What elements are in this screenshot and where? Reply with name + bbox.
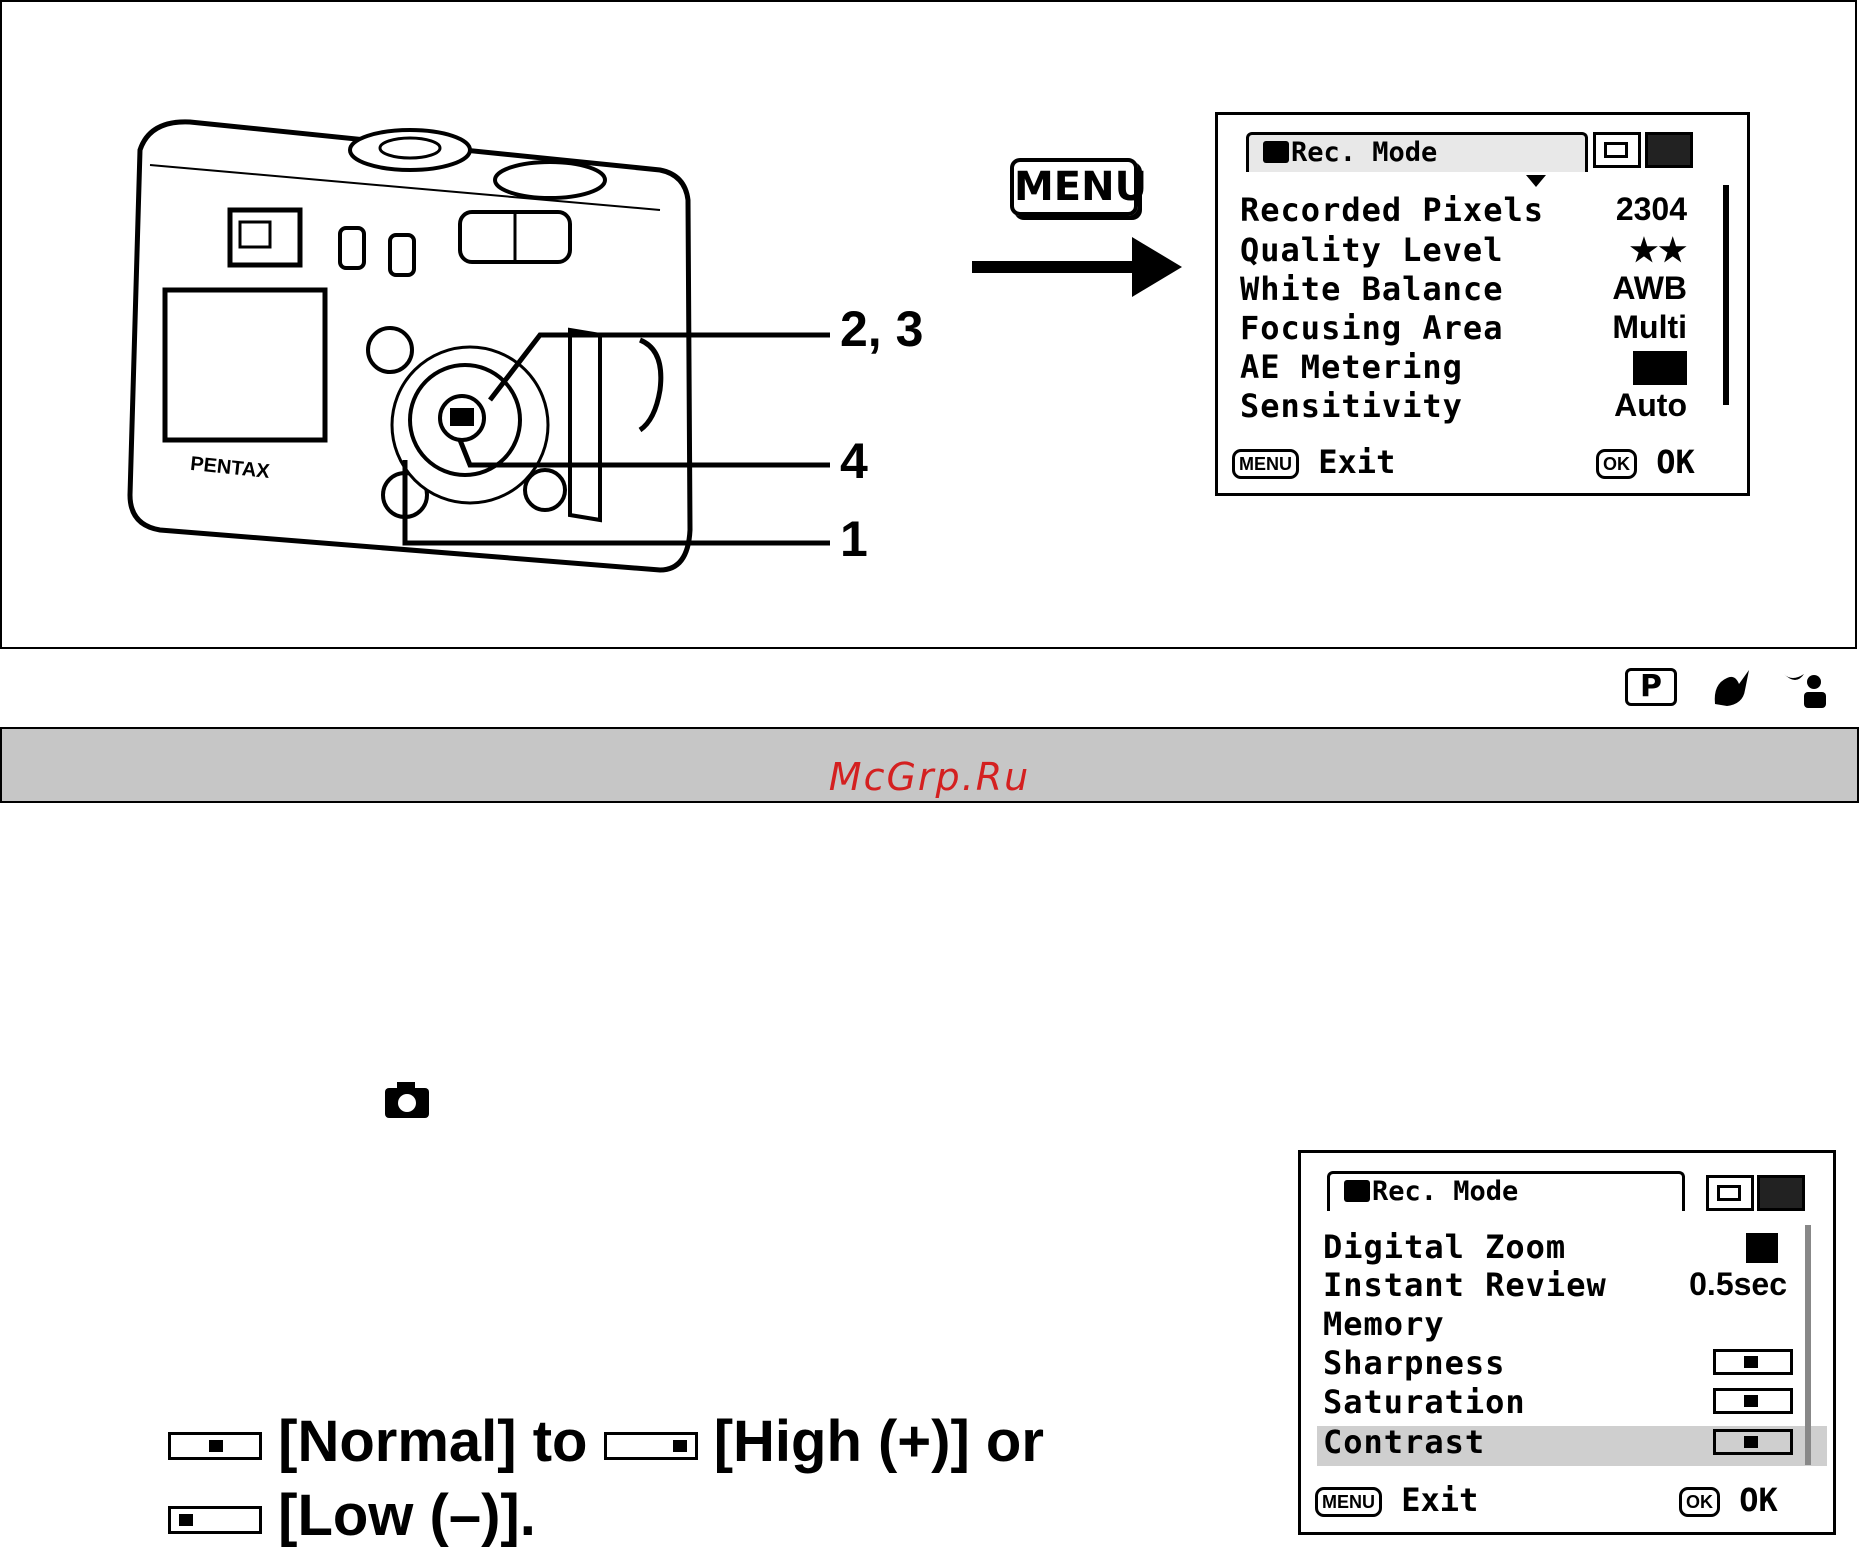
menu-item-recorded-pixels[interactable]: Recorded Pixels <box>1240 191 1544 229</box>
portrait-flash-icon <box>1714 670 1749 706</box>
scrollbar[interactable] <box>1723 185 1729 405</box>
watermark: McGrp.Ru <box>828 755 1031 799</box>
menu-item-memory[interactable]: Memory <box>1323 1305 1445 1343</box>
menu-button-badge: MENU <box>1010 158 1147 216</box>
callout-lines <box>402 332 830 546</box>
ok-key-icon: OK <box>1596 449 1637 479</box>
menu-item-white-balance[interactable]: White Balance <box>1240 270 1504 308</box>
playback-tab-icon[interactable] <box>1706 1175 1754 1211</box>
rec-mode-menu-screen-1: Rec. Mode Recorded Pixels 2304 Quality L… <box>1215 112 1750 496</box>
callout-4: 4 <box>840 433 868 489</box>
checkbox-checked-icon[interactable] <box>1746 1233 1778 1263</box>
playback-tab-icon[interactable] <box>1593 132 1641 168</box>
rec-mode-menu-screen-2: Rec. Mode Digital Zoom Instant Review 0.… <box>1298 1150 1836 1535</box>
down-arrow-icon <box>1526 175 1546 187</box>
rec-mode-tab[interactable]: Rec. Mode <box>1246 132 1588 172</box>
tab-title: Rec. Mode <box>1291 137 1438 168</box>
setup-tab-icon[interactable] <box>1645 132 1693 168</box>
instruction-line-2: [Low (–)]. <box>168 1482 536 1549</box>
highlight-row <box>1317 1426 1827 1466</box>
contrast-high-icon <box>603 1431 698 1460</box>
footer-ok[interactable]: OK OK <box>1679 1481 1778 1519</box>
camera-icon <box>1344 1180 1370 1202</box>
footer-ok[interactable]: OK OK <box>1596 443 1695 481</box>
ok-label: OK <box>1656 443 1695 481</box>
setup-tab-icon[interactable] <box>1757 1175 1805 1211</box>
menu-item-instant-review[interactable]: Instant Review <box>1323 1266 1607 1304</box>
contrast-low-icon <box>168 1505 262 1534</box>
value-recorded-pixels: 2304 <box>1615 191 1687 227</box>
menu-item-sensitivity[interactable]: Sensitivity <box>1240 387 1463 425</box>
ok-key-icon: OK <box>1679 1487 1720 1517</box>
rec-mode-tab[interactable]: Rec. Mode <box>1327 1171 1685 1211</box>
menu-item-sharpness[interactable]: Sharpness <box>1323 1344 1506 1382</box>
camera-illustration: PENTAX <box>127 119 693 573</box>
menu-key-icon: MENU <box>1232 449 1299 479</box>
instruction-low-text: [Low (–)]. <box>278 1483 536 1548</box>
menu-key-icon: MENU <box>1315 1487 1382 1517</box>
sharpness-level-icon <box>1713 1349 1793 1375</box>
menu-item-quality-level[interactable]: Quality Level <box>1240 231 1504 269</box>
footer-exit[interactable]: MENU Exit <box>1232 443 1395 481</box>
instruction-normal-text: [Normal] to <box>278 1409 588 1474</box>
value-sensitivity: Auto <box>1614 387 1687 423</box>
instruction-line-1: [Normal] to [High (+)] or <box>168 1408 1044 1475</box>
menu-item-saturation[interactable]: Saturation <box>1323 1383 1526 1421</box>
value-instant-review: 0.5sec <box>1689 1266 1787 1302</box>
menu-item-focusing-area[interactable]: Focusing Area <box>1240 309 1504 347</box>
menu-item-ae-metering[interactable]: AE Metering <box>1240 348 1463 386</box>
value-focusing-area: Multi <box>1612 309 1687 345</box>
callout-1: 1 <box>840 511 868 567</box>
exit-label: Exit <box>1318 443 1396 481</box>
exit-label: Exit <box>1401 1481 1479 1519</box>
menu-item-contrast[interactable]: Contrast <box>1323 1423 1486 1461</box>
value-quality-level: ★★ <box>1629 232 1687 268</box>
section-header-bar <box>0 727 1859 803</box>
callout-2-3: 2, 3 <box>840 301 924 357</box>
contrast-normal-icon <box>168 1431 262 1460</box>
night-scene-icon <box>1784 674 1826 708</box>
saturation-level-icon <box>1713 1388 1793 1414</box>
ok-label: OK <box>1739 1481 1778 1519</box>
tab-title: Rec. Mode <box>1372 1176 1519 1207</box>
instruction-high-text: [High (+)] or <box>713 1409 1044 1474</box>
program-mode-icon: P <box>1625 668 1677 706</box>
right-arrow-icon <box>972 237 1182 297</box>
multi-segment-metering-icon <box>1633 351 1687 385</box>
camera-icon <box>1263 141 1289 163</box>
footer-exit[interactable]: MENU Exit <box>1315 1481 1478 1519</box>
menu-item-digital-zoom[interactable]: Digital Zoom <box>1323 1228 1567 1266</box>
scrollbar[interactable] <box>1805 1225 1811 1465</box>
camera-icon <box>385 1082 429 1118</box>
contrast-level-icon <box>1713 1429 1793 1455</box>
value-white-balance: AWB <box>1612 270 1687 306</box>
